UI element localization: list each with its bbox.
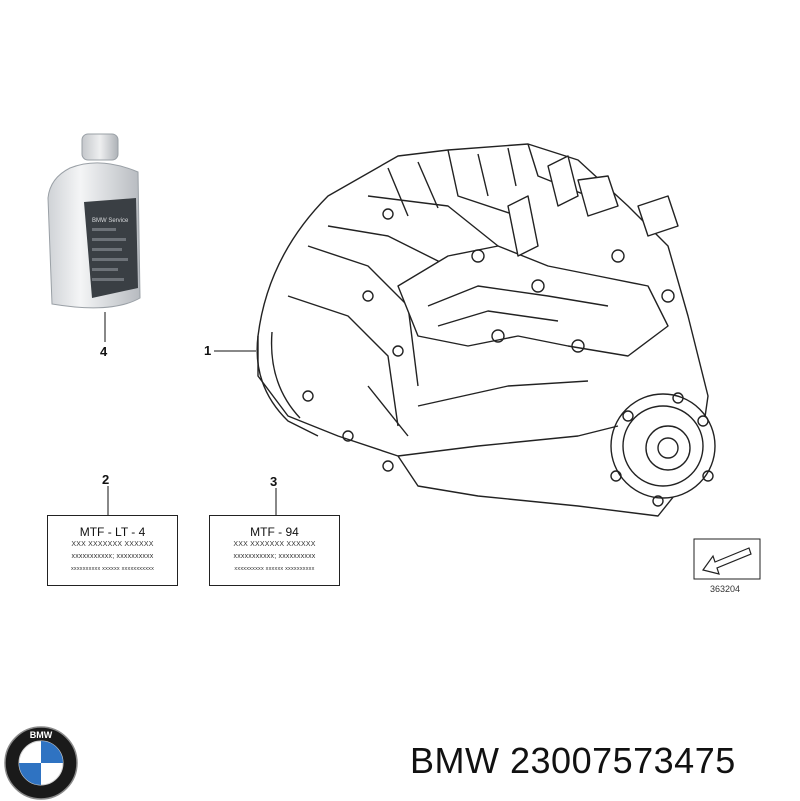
label-mtf-94-title: MTF - 94 <box>250 525 299 539</box>
label-mtf-lt-4-line2: xxxxxxxxxxx; xxxxxxxxxx <box>71 553 154 560</box>
brand-name: BMW <box>410 740 500 781</box>
callout-3: 3 <box>270 474 278 489</box>
bmw-logo: BMW <box>4 726 78 800</box>
brand-part-number-line: BMW 23007573475 <box>410 740 736 782</box>
callout-leader-1 <box>214 350 256 352</box>
callout-4: 4 <box>100 344 108 359</box>
callout-leader-4 <box>104 312 106 342</box>
label-mtf-94: MTF - 94 XXX XXXXXXX XXXXXX xxxxxxxxxxx;… <box>209 515 340 586</box>
oil-bottle-illustration: BMW Service <box>47 133 141 309</box>
callout-leader-2 <box>107 486 109 516</box>
label-mtf-lt-4-line1: XXX XXXXXXX XXXXXX <box>71 541 154 548</box>
callout-2: 2 <box>102 472 110 487</box>
reference-number: 363204 <box>710 584 741 594</box>
label-mtf-94-line3: xxxxxxxxxx xxxxxx xxxxxxxxxx <box>234 566 315 572</box>
bmw-logo-letters: BMW <box>30 730 53 740</box>
label-mtf-lt-4-title: MTF - LT - 4 <box>79 525 146 539</box>
gearbox-illustration <box>256 143 716 517</box>
callout-leader-3 <box>275 488 277 516</box>
part-number: 23007573475 <box>510 740 736 781</box>
bottle-label-text: BMW Service <box>92 218 129 224</box>
label-mtf-94-line2: xxxxxxxxxxx; xxxxxxxxxx <box>233 553 316 560</box>
label-mtf-94-line1: XXX XXXXXXX XXXXXX <box>233 541 316 548</box>
label-mtf-lt-4-line3: xxxxxxxxxx xxxxxx xxxxxxxxxxx <box>70 566 155 572</box>
callout-1: 1 <box>204 343 212 358</box>
label-mtf-lt-4: MTF - LT - 4 XXX XXXXXXX XXXXXX xxxxxxxx… <box>47 515 178 586</box>
reference-arrow-icon <box>693 538 761 580</box>
